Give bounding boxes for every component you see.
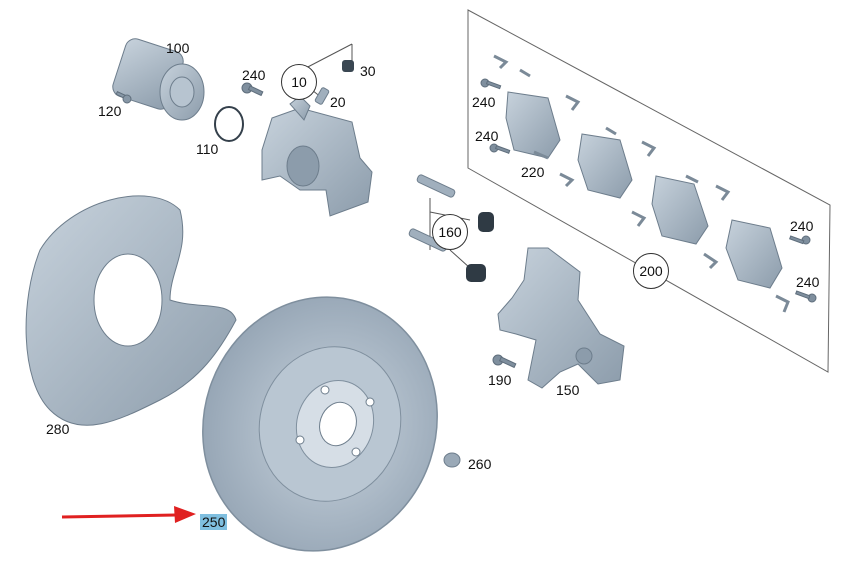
brake-pad-part	[505, 91, 561, 159]
label-190: 190	[488, 372, 512, 388]
bolt-240-kit-part	[480, 78, 817, 303]
bleeder-20-part	[314, 87, 330, 105]
label-160: 160	[432, 214, 468, 250]
red-pointer-arrow	[61, 506, 196, 523]
label-240-kit-2: 240	[475, 128, 499, 144]
cap-30-part	[342, 60, 354, 72]
label-250-highlighted: 250	[200, 514, 228, 530]
brake-pad-part	[651, 175, 709, 245]
o-ring-part	[214, 106, 244, 142]
caliper-carrier-part	[497, 247, 625, 389]
label-110: 110	[196, 141, 219, 157]
label-220: 220	[521, 164, 545, 180]
label-30: 30	[360, 63, 376, 79]
bolt-190-part	[492, 354, 517, 369]
pad-kit-frame	[467, 9, 831, 373]
label-240-caliper: 240	[242, 67, 266, 83]
label-150: 150	[556, 382, 580, 398]
label-100: 100	[166, 40, 190, 56]
pad-clips	[493, 54, 790, 313]
label-10: 10	[281, 64, 317, 100]
label-280: 280	[46, 421, 70, 437]
screw-260-part	[443, 452, 461, 468]
brake-disc-part	[202, 296, 438, 552]
label-260: 260	[468, 456, 492, 472]
label-240-kit-3: 240	[790, 218, 814, 234]
brake-pad-part	[577, 133, 633, 199]
label-240-kit-1: 240	[472, 94, 496, 110]
dust-boot-part	[466, 212, 494, 282]
label-240-kit-4: 240	[796, 274, 820, 290]
bolt-240-caliper-part	[241, 82, 264, 97]
label-20: 20	[330, 94, 346, 110]
caliper-housing-part	[261, 95, 373, 217]
actuator-motor-part	[112, 38, 205, 121]
label-200: 200	[633, 253, 669, 289]
dust-shield-part	[25, 195, 237, 426]
screw-120-part	[115, 90, 132, 104]
brake-pad-part	[725, 219, 783, 289]
label-120: 120	[98, 103, 122, 119]
